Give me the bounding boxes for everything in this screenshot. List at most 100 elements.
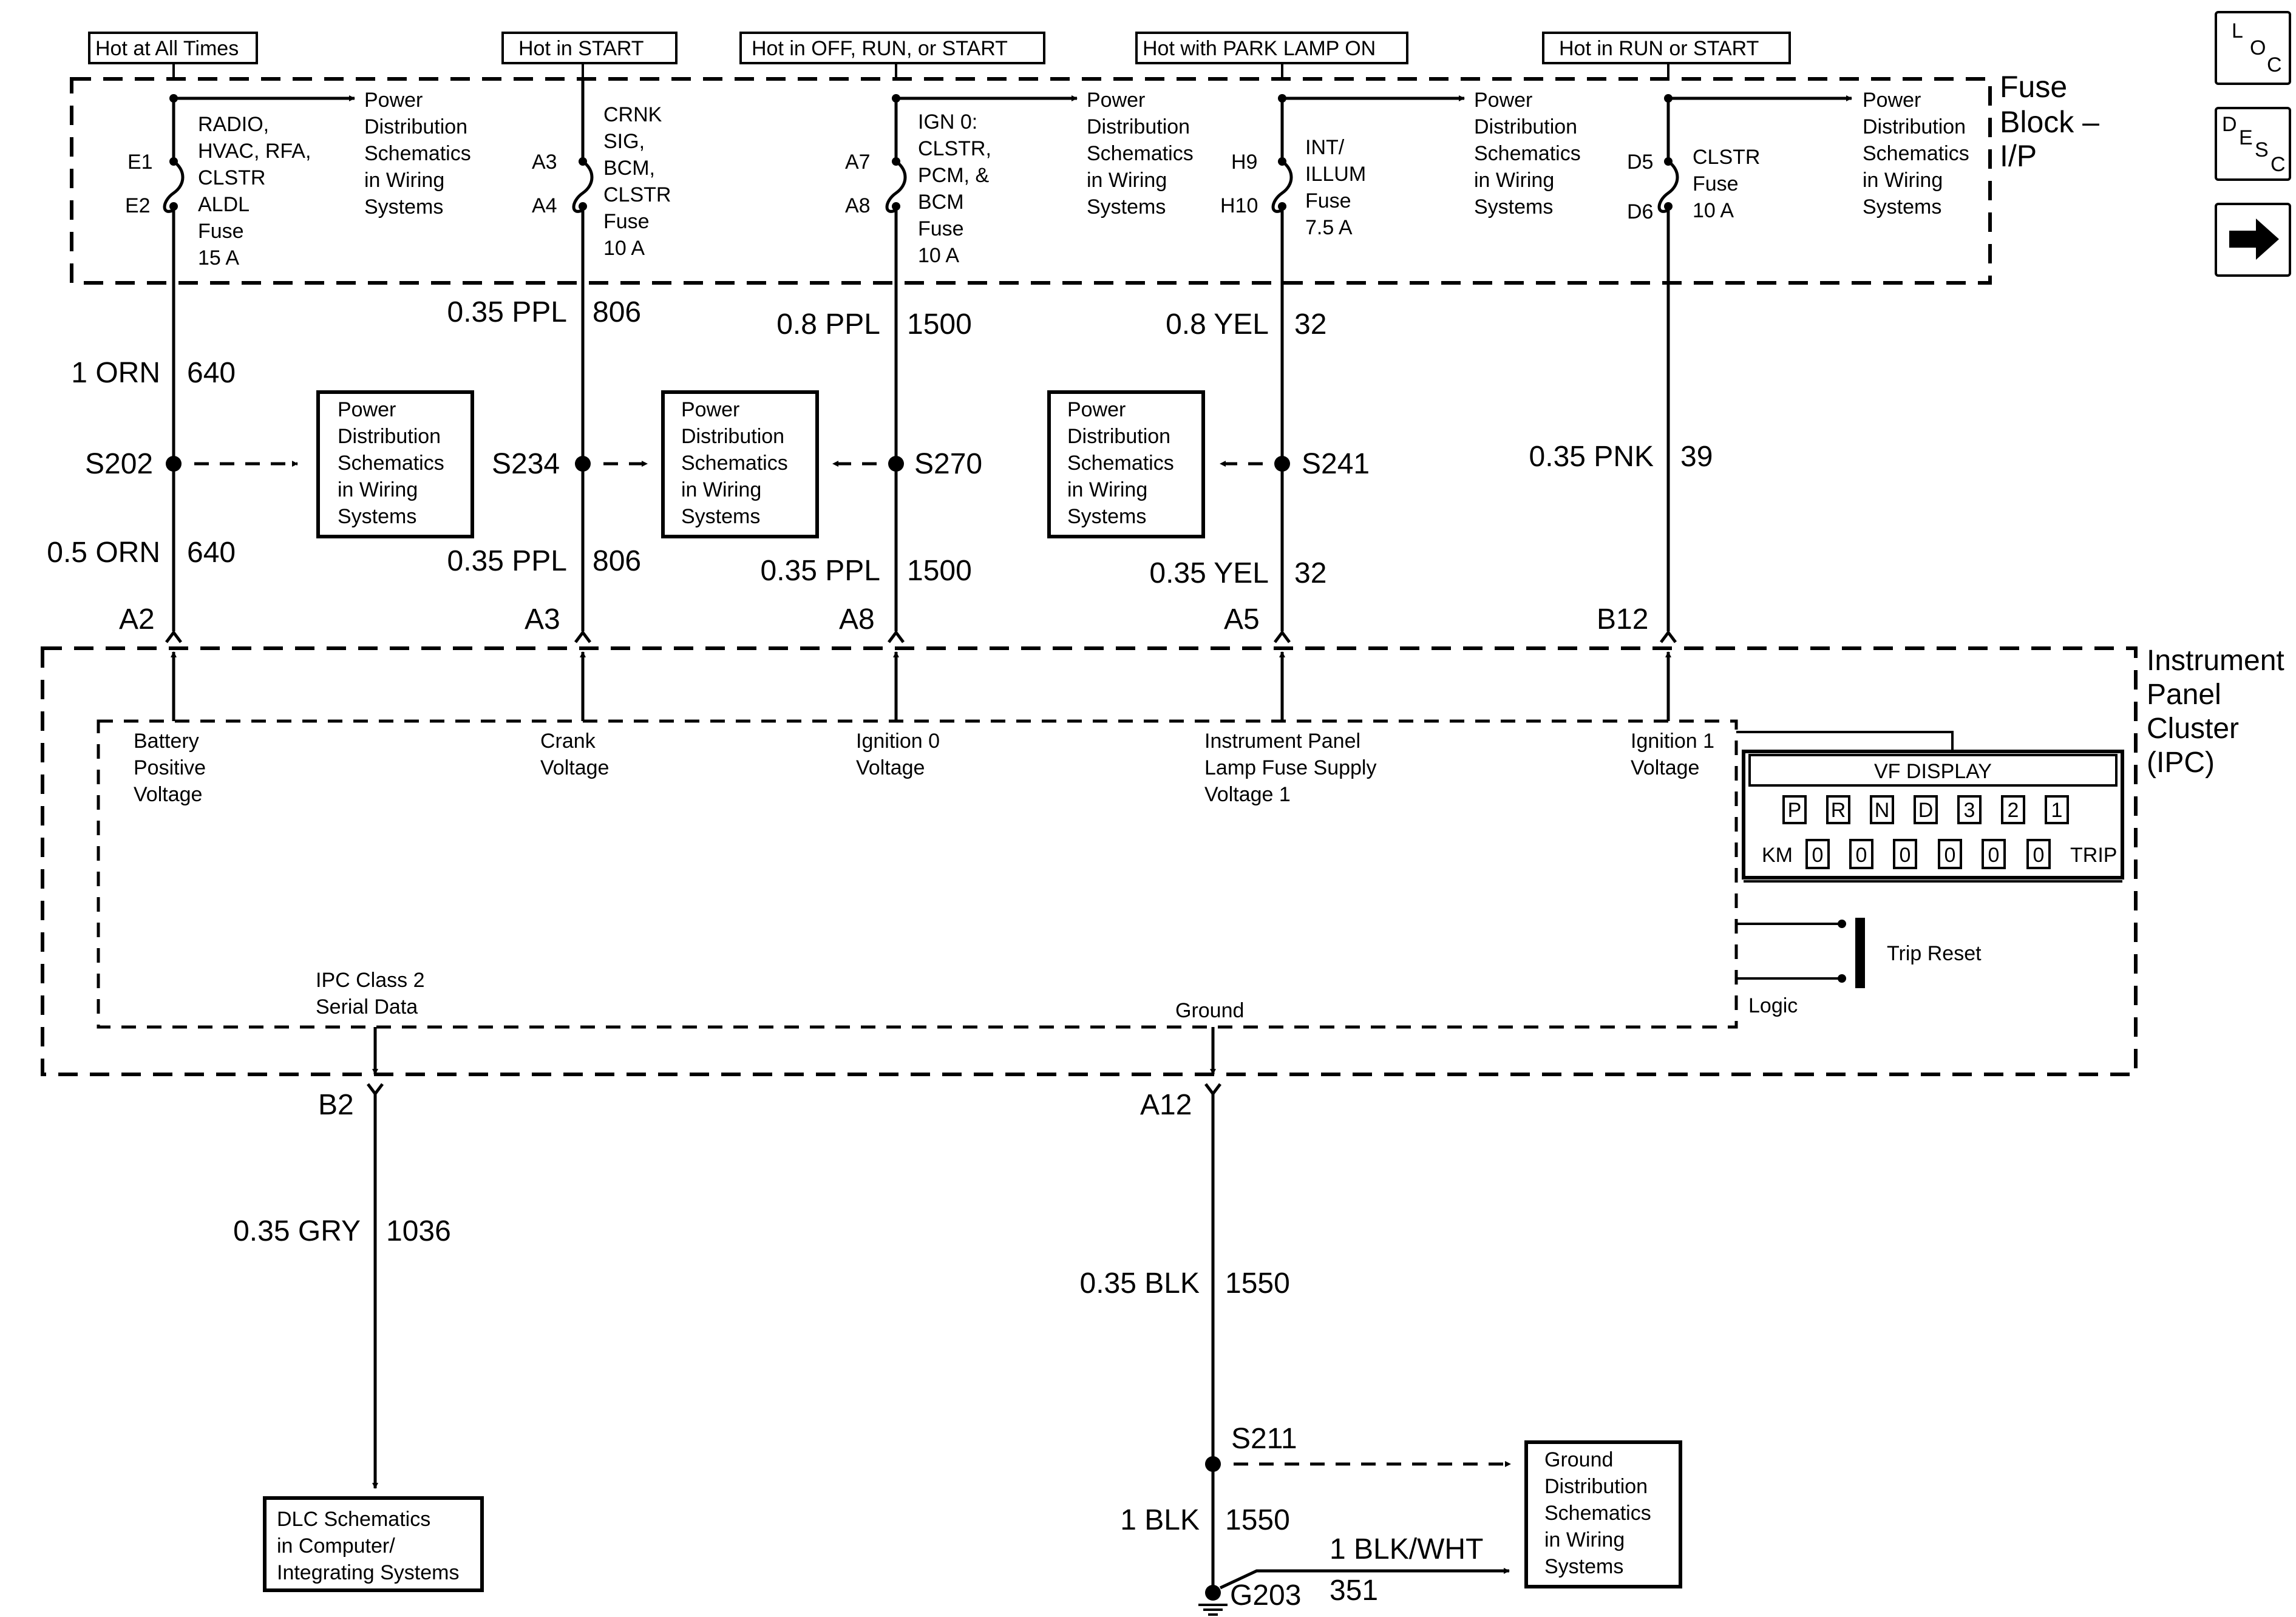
- svg-text:Fuse: Fuse: [918, 217, 964, 240]
- svg-text:ILLUM: ILLUM: [1305, 163, 1366, 186]
- svg-text:10 A: 10 A: [1693, 199, 1734, 222]
- svg-text:E: E: [2239, 126, 2253, 149]
- ground-g203: G203 1 BLK/WHT 351: [1198, 1533, 1510, 1616]
- svg-text:in Wiring: in Wiring: [338, 478, 418, 501]
- svg-text:Fuse: Fuse: [1305, 189, 1351, 212]
- svg-text:C: C: [2271, 153, 2286, 176]
- svg-text:Ignition 1: Ignition 1: [1631, 730, 1714, 753]
- svg-text:KM: KM: [1762, 844, 1793, 867]
- header-hot-in-off-run-start: Hot in OFF, RUN, or START: [739, 32, 1045, 64]
- svg-text:BCM: BCM: [918, 191, 964, 214]
- svg-text:A4: A4: [532, 194, 557, 217]
- svg-text:P: P: [1788, 799, 1802, 822]
- fuse-circuit-3: A7 A8 IGN 0: CLSTR, PCM, & BCM Fuse 10 A: [845, 98, 991, 283]
- splice-s241: S241: [1220, 448, 1370, 480]
- svg-text:1 BLK: 1 BLK: [1120, 1504, 1200, 1536]
- dlc-box: DLC Schematics in Computer/ Integrating …: [263, 1496, 484, 1592]
- fuse-circuit-2: A3 A4 CRNK SIG, BCM, CLSTR Fuse 10 A: [532, 98, 671, 283]
- svg-text:0.35 PPL: 0.35 PPL: [447, 296, 567, 328]
- svg-text:S211: S211: [1231, 1423, 1297, 1455]
- ipc-input-labels: Battery Positive Voltage Crank Voltage I…: [134, 730, 1714, 806]
- svg-text:10 A: 10 A: [918, 244, 959, 267]
- svg-text:0.8 PPL: 0.8 PPL: [776, 308, 880, 341]
- svg-text:Power: Power: [1087, 89, 1145, 112]
- svg-text:Schematics: Schematics: [1863, 142, 1969, 165]
- svg-text:806: 806: [593, 296, 641, 328]
- svg-text:0: 0: [1856, 844, 1867, 867]
- svg-text:Systems: Systems: [1863, 195, 1941, 219]
- svg-text:H10: H10: [1220, 194, 1258, 217]
- svg-text:Distribution: Distribution: [681, 425, 784, 448]
- lower-wire-labels: 0.5 ORN 640 0.35 PPL 806 0.35 PPL 1500 0…: [47, 537, 1326, 589]
- svg-text:A5: A5: [1224, 603, 1260, 636]
- svg-text:A3: A3: [525, 603, 560, 636]
- svg-text:C: C: [2267, 53, 2282, 76]
- svg-text:A3: A3: [532, 151, 557, 174]
- svg-text:0.35 PPL: 0.35 PPL: [447, 545, 567, 577]
- svg-text:in Wiring: in Wiring: [681, 478, 761, 501]
- svg-text:Systems: Systems: [364, 195, 443, 219]
- svg-text:in Wiring: in Wiring: [1087, 169, 1167, 192]
- svg-text:ALDL: ALDL: [198, 193, 250, 216]
- pdist-box-3: Power Distribution Schematics in Wiring …: [1047, 390, 1205, 538]
- splice-s234: S234: [492, 448, 648, 480]
- svg-text:0.35 PNK: 0.35 PNK: [1529, 441, 1654, 473]
- svg-text:S234: S234: [492, 448, 560, 480]
- svg-text:D6: D6: [1627, 200, 1653, 223]
- svg-text:PCM, &: PCM, &: [918, 164, 989, 187]
- svg-text:TRIP: TRIP: [2070, 844, 2117, 867]
- pdist-top-1: Power Distribution Schematics in Wiring …: [364, 89, 471, 219]
- svg-text:351: 351: [1330, 1575, 1378, 1607]
- svg-text:A12: A12: [1140, 1089, 1192, 1121]
- svg-text:1 BLK/WHT: 1 BLK/WHT: [1330, 1533, 1483, 1565]
- svg-text:806: 806: [593, 545, 641, 577]
- svg-text:B2: B2: [318, 1089, 354, 1121]
- vf-odometer: KM 0 0 0 0 0 0 TRIP: [1762, 839, 2117, 869]
- svg-text:CLSTR: CLSTR: [198, 166, 265, 189]
- header-hot-with-park-lamp: Hot with PARK LAMP ON: [1135, 32, 1408, 64]
- svg-text:Hot with PARK LAMP ON: Hot with PARK LAMP ON: [1143, 37, 1376, 60]
- svg-text:Fuse: Fuse: [603, 210, 650, 233]
- loc-button[interactable]: L O C: [2215, 11, 2291, 85]
- header-hot-at-all-times: Hot at All Times: [88, 32, 258, 64]
- svg-text:0.5 ORN: 0.5 ORN: [47, 537, 160, 569]
- svg-text:Power: Power: [681, 398, 739, 421]
- desc-button[interactable]: D E S C: [2215, 107, 2291, 181]
- svg-text:Instrument Panel: Instrument Panel: [1204, 730, 1360, 753]
- svg-text:1036: 1036: [386, 1215, 451, 1247]
- svg-text:Distribution: Distribution: [1544, 1475, 1648, 1498]
- next-button[interactable]: [2215, 203, 2291, 277]
- svg-text:S: S: [2255, 138, 2269, 161]
- svg-text:1500: 1500: [907, 308, 972, 341]
- svg-text:R: R: [1831, 799, 1846, 822]
- svg-text:Systems: Systems: [1067, 505, 1146, 528]
- svg-text:Fuse: Fuse: [1693, 172, 1739, 195]
- svg-text:Systems: Systems: [1087, 195, 1166, 219]
- svg-text:Fuse: Fuse: [2000, 70, 2067, 104]
- svg-text:IGN 0:: IGN 0:: [918, 110, 977, 134]
- svg-text:Distribution: Distribution: [1087, 115, 1190, 138]
- svg-text:N: N: [1875, 799, 1890, 822]
- svg-text:Voltage: Voltage: [1631, 756, 1699, 779]
- svg-text:A8: A8: [845, 194, 871, 217]
- svg-text:Positive: Positive: [134, 756, 206, 779]
- svg-text:10 A: 10 A: [603, 237, 645, 260]
- svg-text:B12: B12: [1597, 603, 1648, 636]
- svg-text:A2: A2: [119, 603, 155, 636]
- svg-text:Distribution: Distribution: [364, 115, 467, 138]
- svg-text:L: L: [2232, 19, 2243, 42]
- arrow-right-icon: [2229, 219, 2279, 260]
- svg-text:Hot at All Times: Hot at All Times: [95, 37, 239, 60]
- svg-text:Voltage: Voltage: [856, 756, 925, 779]
- svg-text:Ignition 0: Ignition 0: [856, 730, 940, 753]
- splice-s270: S270: [832, 448, 982, 480]
- svg-text:Crank: Crank: [540, 730, 596, 753]
- svg-text:Fuse: Fuse: [198, 220, 244, 243]
- svg-text:A7: A7: [845, 151, 871, 174]
- svg-text:DLC Schematics: DLC Schematics: [277, 1508, 430, 1531]
- svg-text:E1: E1: [127, 151, 153, 174]
- svg-text:32: 32: [1294, 557, 1326, 589]
- svg-text:Systems: Systems: [681, 505, 760, 528]
- pdist-top-2: Power Distribution Schematics in Wiring …: [1087, 89, 1194, 219]
- svg-text:0: 0: [1900, 844, 1911, 867]
